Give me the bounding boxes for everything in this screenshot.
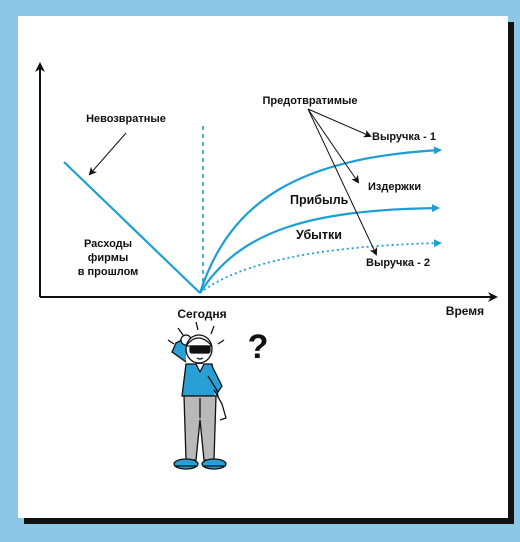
past-costs-label-line2: фирмы xyxy=(88,252,129,264)
past-costs-line xyxy=(63,161,201,294)
revenue-2-label: Выручка - 2 xyxy=(366,257,430,269)
revenue-2-curve xyxy=(199,239,442,294)
avoidable-to-revenue2-arrow xyxy=(307,108,378,256)
question-mark: ? xyxy=(248,328,269,366)
avoidable-label: Предотвратимые xyxy=(263,95,358,107)
sunk-label: Невозвратные xyxy=(86,113,166,125)
avoidable-to-costs-arrow xyxy=(307,108,360,184)
costs-curve xyxy=(199,204,440,294)
revenue-1-curve xyxy=(198,146,442,294)
sunk-pointer-arrow xyxy=(88,132,127,176)
avoidable-to-revenue1-arrow xyxy=(307,108,372,138)
losses-label: Убытки xyxy=(296,228,342,242)
diagram-panel xyxy=(18,16,508,518)
time-axis-label: Время xyxy=(446,304,484,318)
past-costs-label-line3: в прошлом xyxy=(78,266,139,278)
confused-person-icon xyxy=(167,321,227,470)
profit-label: Прибыль xyxy=(290,193,349,207)
past-costs-label-line1: Расходы xyxy=(84,238,132,250)
costs-label: Издержки xyxy=(368,181,421,193)
revenue-1-label: Выручка - 1 xyxy=(372,131,436,143)
today-label: Сегодня xyxy=(177,307,226,321)
